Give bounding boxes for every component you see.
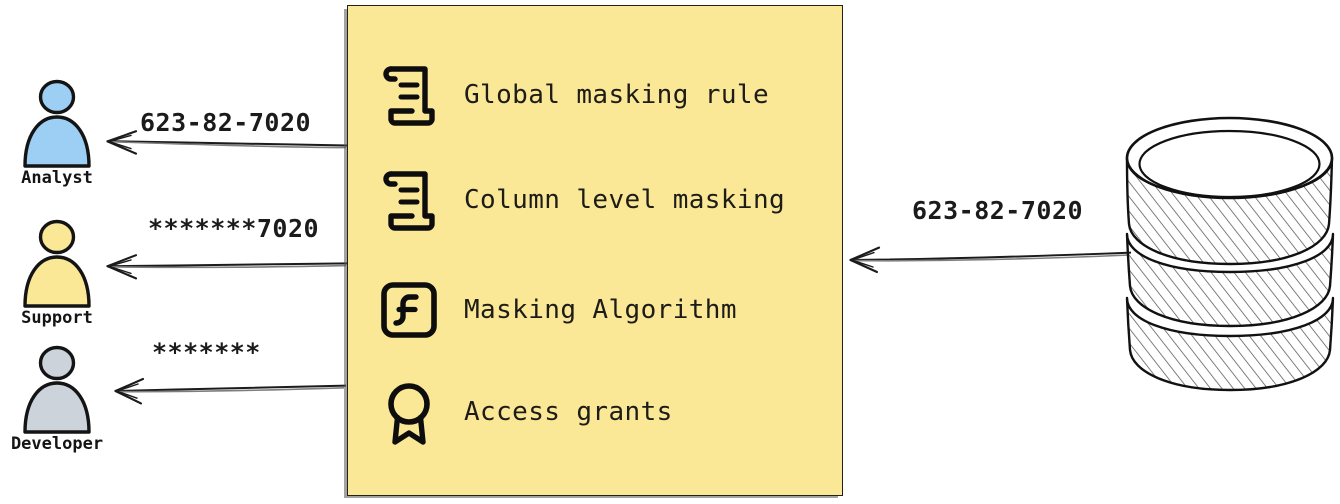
arrow-label-developer: *******	[152, 338, 261, 367]
database-cylinder-icon[interactable]	[1118, 110, 1340, 406]
arrow-left-icon	[106, 130, 349, 155]
panel-row-label: Access grants	[464, 397, 673, 427]
arrow-label-analyst: 623-82-7020	[140, 108, 312, 137]
actor-developer[interactable]: Developer	[2, 344, 112, 454]
scroll-document-icon	[383, 171, 435, 231]
arrow-left-icon	[114, 377, 347, 405]
function-box-icon	[381, 282, 437, 338]
arrow-left-icon	[849, 246, 1132, 274]
person-icon	[23, 345, 91, 434]
panel-row-column-level-masking[interactable]: Column level masking	[378, 166, 785, 234]
arrow-left-icon	[106, 254, 349, 280]
person-icon	[23, 219, 91, 308]
masking-policy-panel: Global masking rule Column level masking…	[347, 5, 843, 496]
panel-row-masking-algorithm[interactable]: Masking Algorithm	[378, 276, 737, 344]
actor-support[interactable]: Support	[2, 218, 112, 328]
panel-row-access-grants[interactable]: Access grants	[378, 378, 673, 446]
actor-analyst[interactable]: Analyst	[2, 78, 112, 188]
panel-row-global-masking-rule[interactable]: Global masking rule	[378, 61, 769, 129]
panel-row-label: Column level masking	[464, 185, 786, 215]
scroll-document-icon	[383, 66, 435, 126]
award-ribbon-icon	[388, 383, 430, 445]
panel-row-label: Global masking rule	[464, 80, 770, 110]
actor-label: Analyst	[21, 168, 93, 188]
panel-row-label: Masking Algorithm	[464, 295, 737, 325]
arrow-label-database: 623-82-7020	[912, 196, 1084, 225]
actor-label: Developer	[10, 434, 104, 454]
arrow-label-support: *******7020	[148, 214, 320, 243]
actor-label: Support	[21, 308, 93, 328]
person-icon	[23, 79, 91, 168]
